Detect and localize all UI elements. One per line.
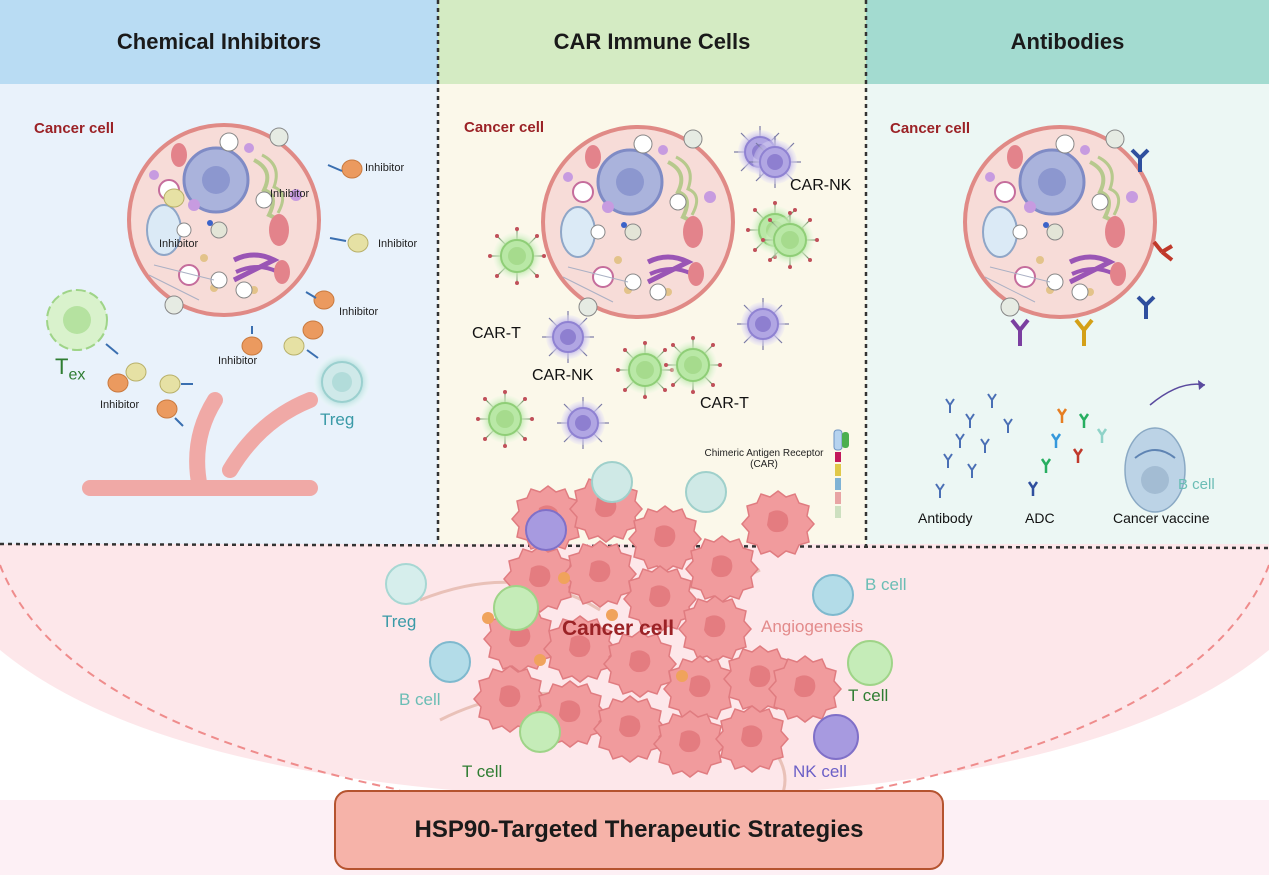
inhibitor-label-1: Inhibitor xyxy=(365,162,405,174)
inhibitor-label-3: Inhibitor xyxy=(378,238,418,250)
antibody-label: Antibody xyxy=(918,510,973,526)
chem-cancer-cell-label: Cancer cell xyxy=(34,120,115,137)
tme-treg-label: Treg xyxy=(382,612,417,631)
chem-treg-label: Treg xyxy=(320,410,355,429)
strategies-title-box: HSP90-Targeted Therapeutic Strategies xyxy=(334,790,944,870)
inhibitor-group xyxy=(105,159,369,427)
car-title: CAR Immune Cells xyxy=(553,29,751,54)
tme-t-cell-label-right: T cell xyxy=(848,686,889,705)
inhibitor-label-6: Inhibitor xyxy=(218,355,258,367)
car-cancer-cell-label: Cancer cell xyxy=(464,119,545,136)
tme-b-cell-label-right: B cell xyxy=(865,575,907,594)
inhibitor-label-7: Inhibitor xyxy=(100,399,140,411)
chem-title: Chemical Inhibitors xyxy=(116,29,322,54)
inhibitor-label-2: Inhibitor xyxy=(270,188,310,200)
tex-sub: ex xyxy=(68,366,86,384)
car-receptor-name: Chimeric Antigen Receptor xyxy=(704,448,824,459)
car-nk-label-2: CAR-NK xyxy=(532,367,594,384)
tme-cancer-cell-label: Cancer cell xyxy=(562,617,675,640)
car-nk-label-1: CAR-NK xyxy=(790,177,852,194)
inhibitor-label-5: Inhibitor xyxy=(339,306,379,318)
strategies-title: HSP90-Targeted Therapeutic Strategies xyxy=(414,816,864,843)
chem-header: Chemical Inhibitors xyxy=(0,0,438,84)
ab-b-cell-label: B cell xyxy=(1178,476,1215,493)
vaccine-label: Cancer vaccine xyxy=(1113,510,1210,526)
tex-main: T xyxy=(55,354,69,379)
car-t-label-2: CAR-T xyxy=(700,395,749,412)
car-header: CAR Immune Cells xyxy=(438,0,866,84)
tme-t-cell-label-left: T cell xyxy=(462,762,503,781)
ab-title: Antibodies xyxy=(1010,29,1125,54)
car-t-label-1: CAR-T xyxy=(472,325,521,342)
tex-label: Tex xyxy=(55,354,85,384)
car-receptor-label: Chimeric Antigen Receptor(CAR) xyxy=(700,448,828,470)
inhibitor-label-4: Inhibitor xyxy=(159,238,199,250)
car-receptor-abbr: (CAR) xyxy=(750,459,778,470)
angiogenesis-label: Angiogenesis xyxy=(761,617,864,636)
tme-nk-cell-label: NK cell xyxy=(793,762,847,781)
adc-label: ADC xyxy=(1025,510,1055,526)
ab-header: Antibodies xyxy=(866,0,1269,84)
ab-cancer-cell-label: Cancer cell xyxy=(890,120,971,137)
tme-b-cell-label-left: B cell xyxy=(399,690,441,709)
